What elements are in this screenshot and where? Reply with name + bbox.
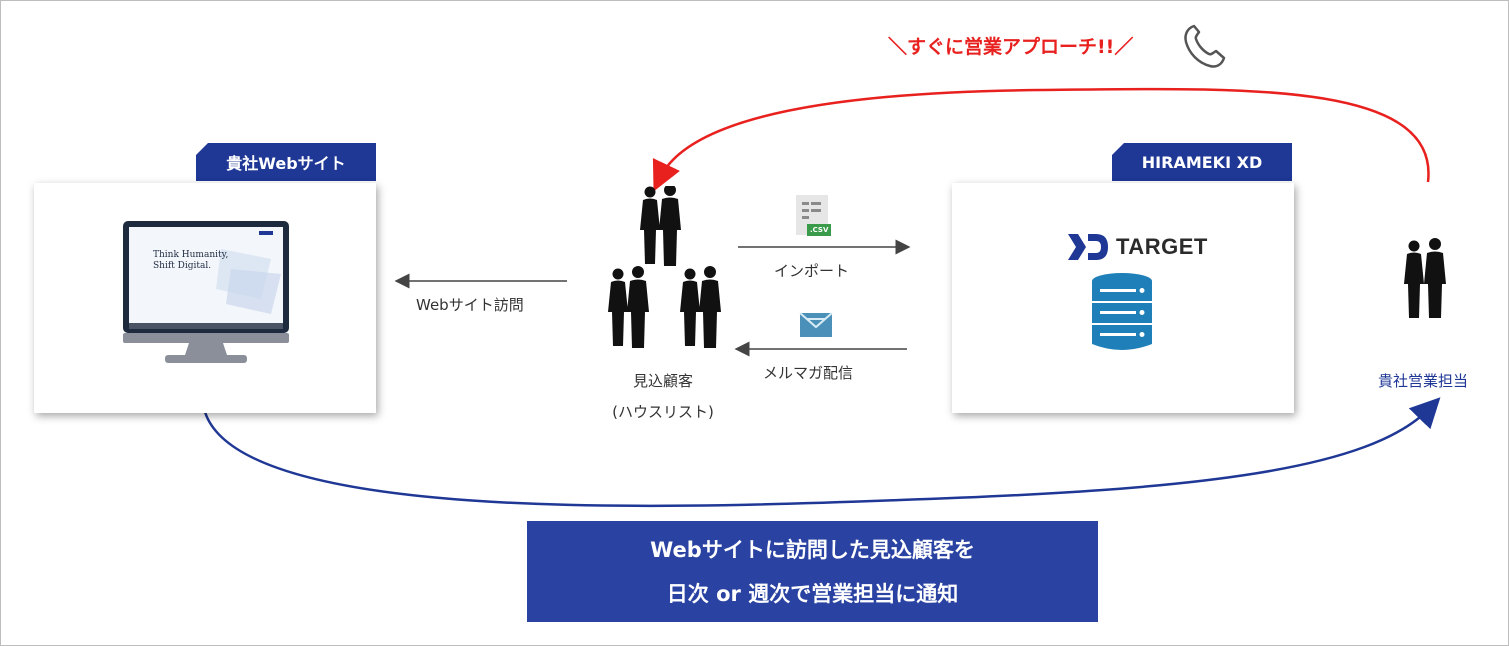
monitor-icon — [123, 221, 289, 363]
csv-badge: .CSV — [810, 226, 829, 234]
website-tab: 貴社Webサイト — [196, 143, 376, 181]
callout-line-1: Webサイトに訪問した見込顧客を — [650, 537, 975, 562]
screen-headline-2: Shift Digital. — [153, 261, 212, 271]
xd-target-logo: TARGET — [1066, 232, 1208, 262]
callout-line-2: 日次 or 週次で営業担当に通知 — [666, 581, 959, 606]
database-icon — [1092, 273, 1152, 350]
sales-person-icon — [1404, 238, 1446, 318]
xd-mark-icon — [1068, 234, 1108, 260]
xd-logo-text: TARGET — [1116, 234, 1208, 259]
import-label: インポート — [774, 262, 850, 280]
screen-headline-1: Think Humanity, — [153, 250, 229, 260]
blue-notify-curve — [203, 397, 1441, 508]
prospects-people-icon — [608, 186, 721, 348]
hiramekixd-tab: HIRAMEKI XD — [1112, 143, 1292, 181]
csv-file-icon — [796, 195, 831, 236]
prospects-label-2: (ハウスリスト) — [612, 403, 714, 421]
notification-callout: Webサイトに訪問した見込顧客を 日次 or 週次で営業担当に通知 — [527, 521, 1098, 622]
approach-text: ＼すぐに営業アプローチ!!／ — [888, 36, 1134, 58]
visit-label: Webサイト訪問 — [416, 296, 524, 314]
phone-icon — [1184, 24, 1226, 68]
prospects-label-1: 見込顧客 — [632, 372, 693, 390]
newsletter-label: メルマガ配信 — [763, 364, 854, 382]
sales-label: 貴社営業担当 — [1378, 372, 1469, 390]
red-approach-curve — [652, 87, 1430, 192]
mail-icon — [799, 312, 833, 337]
